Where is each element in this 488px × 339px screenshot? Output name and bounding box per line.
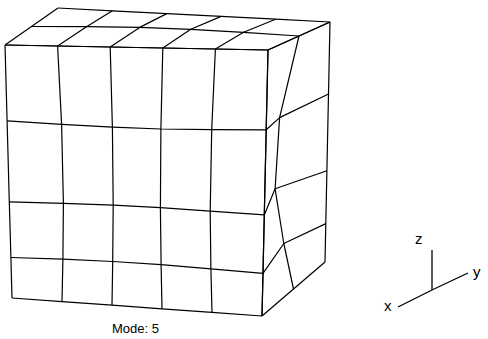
mesh-line — [263, 224, 326, 274]
mesh-line — [210, 49, 215, 312]
mesh-line — [32, 27, 300, 37]
mesh-line — [163, 16, 221, 48]
mesh-line — [5, 45, 268, 50]
mesh-line — [264, 171, 327, 215]
x-axis — [398, 290, 432, 307]
mesh-line — [58, 11, 113, 46]
mesh-line — [7, 121, 266, 130]
z-axis — [431, 250, 432, 290]
mesh-line — [9, 202, 264, 215]
mesh-line — [11, 258, 263, 274]
mesh-line — [5, 45, 12, 298]
mesh-line — [110, 47, 113, 305]
mesh-line — [5, 8, 58, 45]
y-axis — [432, 273, 468, 290]
axis-label: y — [473, 264, 481, 279]
mesh-line — [266, 94, 328, 130]
mesh-line — [262, 50, 268, 316]
axis-label: x — [384, 298, 392, 313]
mesh-line — [58, 46, 64, 302]
mesh-line — [5, 45, 268, 50]
mesh-line — [160, 48, 162, 309]
axis-label: z — [415, 231, 423, 246]
mesh-line — [110, 14, 167, 47]
axis-triad — [398, 250, 468, 307]
mesh-line — [325, 22, 330, 262]
mode-caption: Mode: 5 — [112, 322, 159, 335]
mesh-line — [275, 36, 299, 289]
mesh-line — [12, 298, 262, 316]
mesh-line — [262, 50, 268, 316]
mesh-line — [215, 19, 275, 49]
